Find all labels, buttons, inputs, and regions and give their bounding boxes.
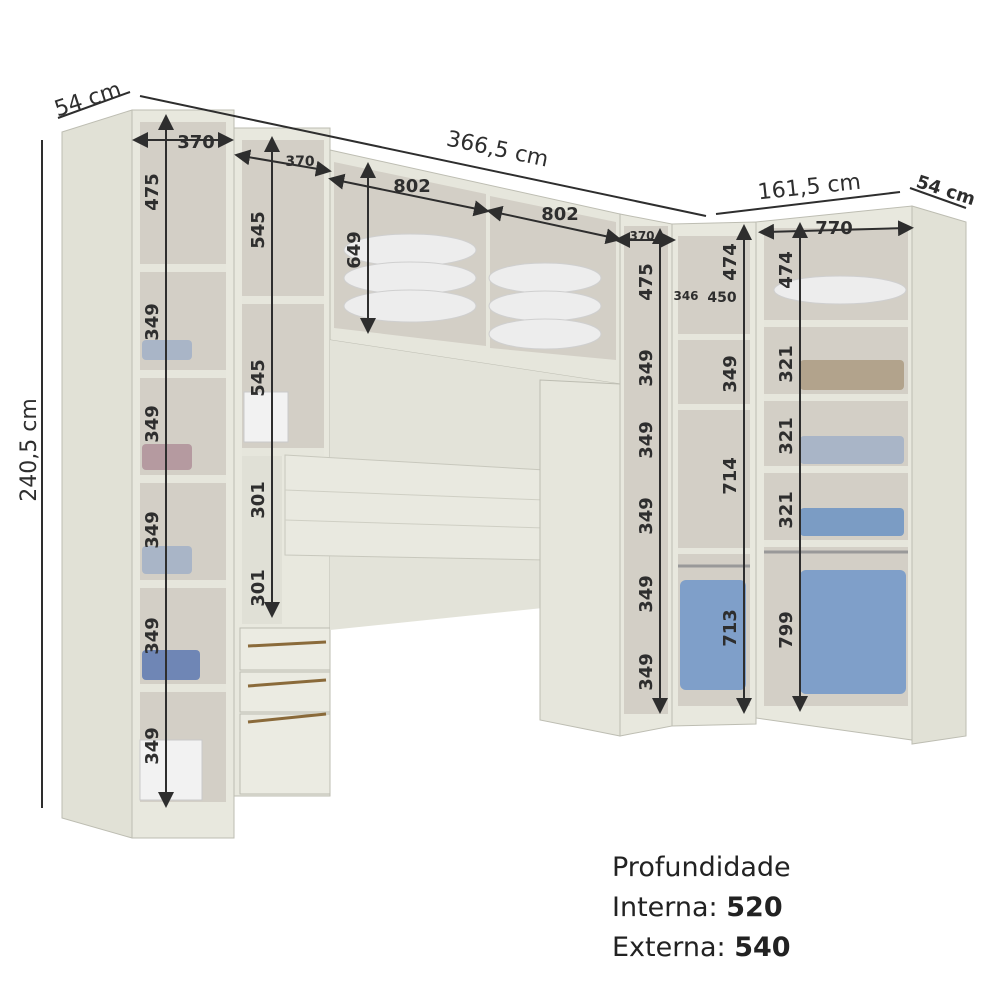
drawer-handle <box>247 678 327 688</box>
dimension-lines <box>41 91 967 808</box>
drawer <box>239 627 331 671</box>
shelf <box>242 296 324 304</box>
col6-width: 770 <box>815 218 853 239</box>
col1-height-4: 349 <box>142 511 163 549</box>
corner-width-a: 346 <box>673 289 698 303</box>
hanging-clothes <box>680 570 906 694</box>
overall-width-label: 366,5 cm <box>444 127 550 173</box>
col1-height-1: 475 <box>142 173 163 211</box>
depth-note: Profundidade Interna: 520 Externa: 540 <box>612 848 942 968</box>
corner-width-label: 161,5 cm <box>757 170 863 206</box>
col4-height-5: 349 <box>636 575 657 613</box>
depth-internal-value: 520 <box>726 892 783 923</box>
shelf <box>764 466 908 473</box>
corner-height-2: 349 <box>720 355 741 393</box>
col4-width: 370 <box>629 229 654 243</box>
depth-internal-label: Interna: <box>612 892 718 923</box>
corner-width-b: 450 <box>707 290 736 306</box>
col4-height-6: 349 <box>636 653 657 691</box>
shelf <box>242 448 324 456</box>
col1-width: 370 <box>177 132 215 153</box>
drawer <box>239 713 331 795</box>
col1-height-6: 349 <box>142 727 163 765</box>
col2-width: 370 <box>285 154 314 170</box>
right-depth-label: 54 cm <box>914 171 978 210</box>
drawer-handle <box>247 712 327 724</box>
col6-height-5: 799 <box>776 611 797 649</box>
col2-height-4: 301 <box>248 569 269 607</box>
col4-height-1: 475 <box>636 263 657 301</box>
depth-external-label: Externa: <box>612 932 726 963</box>
col1-height-2: 349 <box>142 303 163 341</box>
overall-height-label: 240,5 cm <box>17 398 42 502</box>
right-column-side <box>911 205 967 745</box>
col4-height-4: 349 <box>636 497 657 535</box>
wardrobe-body <box>61 109 967 839</box>
corner-height-4: 713 <box>720 609 741 647</box>
col4-height-2: 349 <box>636 349 657 387</box>
col2-height-1: 545 <box>248 211 269 249</box>
shelf <box>678 548 750 554</box>
bridge-height: 649 <box>344 231 365 269</box>
col2-height-2: 545 <box>248 359 269 397</box>
shelf <box>764 540 908 547</box>
col6-height-2: 321 <box>776 345 797 383</box>
depth-external: Externa: 540 <box>612 928 942 968</box>
shelf <box>678 404 750 410</box>
col1-height-5: 349 <box>142 617 163 655</box>
bedside-pillar <box>539 379 621 737</box>
shelf <box>140 370 226 378</box>
col6-height-4: 321 <box>776 491 797 529</box>
headboard <box>284 454 546 561</box>
col4-height-3: 349 <box>636 421 657 459</box>
headboard-line <box>284 489 546 501</box>
drawer-handle <box>247 640 327 648</box>
headboard-line <box>284 519 546 529</box>
shelf <box>678 334 750 340</box>
shelf <box>140 475 226 483</box>
depth-title: Profundidade <box>612 852 791 883</box>
depth-external-value: 540 <box>734 932 791 963</box>
corner-height-1: 474 <box>720 243 741 281</box>
drawer <box>239 671 331 713</box>
depth-internal: Interna: 520 <box>612 888 942 928</box>
col1-height-3: 349 <box>142 405 163 443</box>
shelf <box>764 394 908 401</box>
corner-height-3: 714 <box>720 457 741 495</box>
left-column-side <box>61 109 133 839</box>
bridge-width-a: 802 <box>393 176 431 197</box>
shelf <box>764 320 908 327</box>
shelf <box>140 684 226 692</box>
bridge-width-b: 802 <box>541 204 579 225</box>
shelf <box>140 264 226 272</box>
col6-height-3: 321 <box>776 417 797 455</box>
shelf <box>140 580 226 588</box>
col6-height-1: 474 <box>776 251 797 289</box>
col2-height-3: 301 <box>248 481 269 519</box>
